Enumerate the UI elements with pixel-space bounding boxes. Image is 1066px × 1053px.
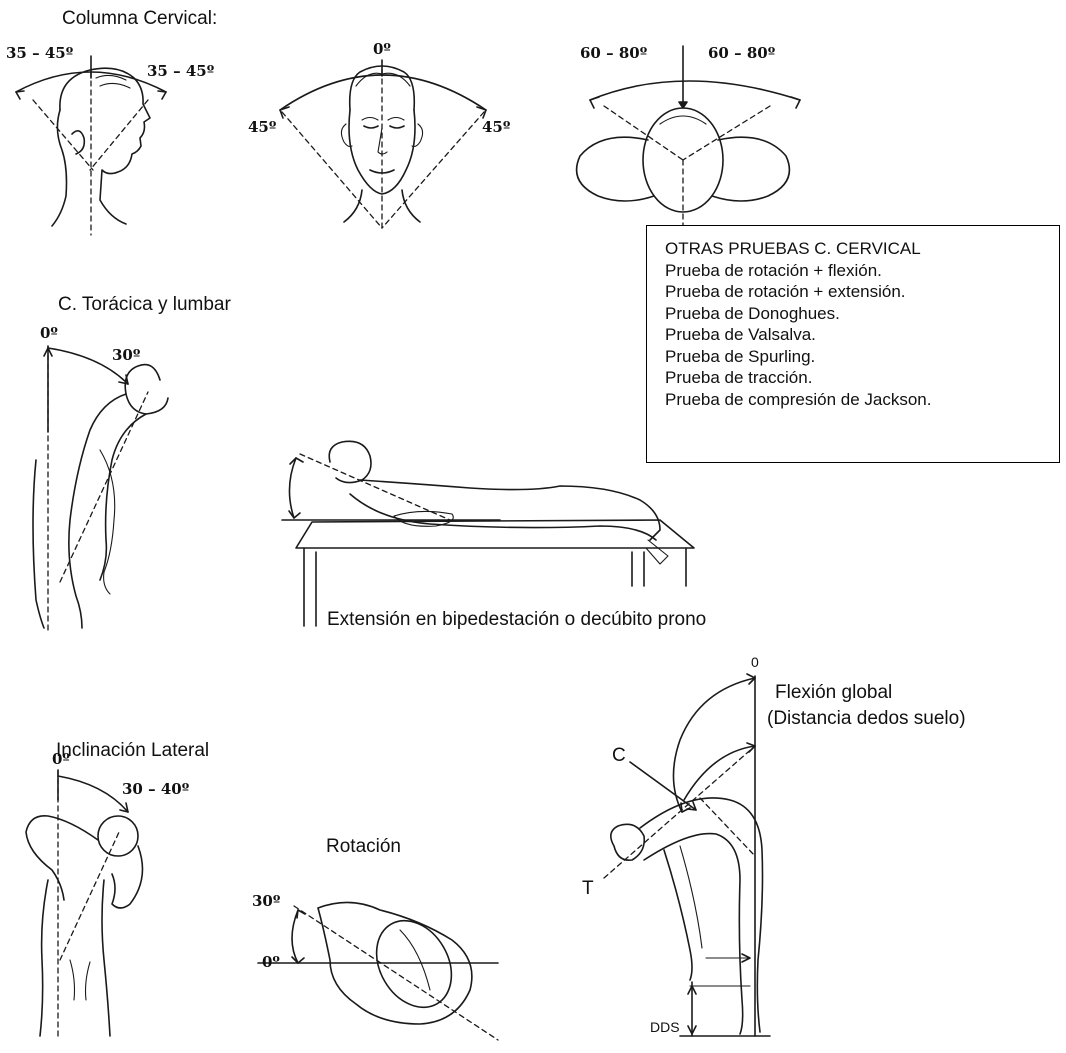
thoracic-neutral-angle-label: 0º	[40, 324, 58, 342]
thoracic-extension-standing-figure	[33, 346, 168, 630]
lateral-neutral-angle-label: 0º	[52, 750, 70, 768]
test-item: Prueba de Valsalva.	[665, 324, 1059, 346]
cervical-right-rotation-angle-label: 60 – 80º	[708, 44, 775, 62]
cervical-marker-c: C	[612, 745, 626, 767]
other-tests-title: OTRAS PRUEBAS C. CERVICAL	[665, 238, 1059, 260]
test-item: Prueba de rotación + extensión.	[665, 281, 1059, 303]
thoracic-lumbar-heading: C. Torácica y lumbar	[58, 294, 231, 316]
rotation-neutral-angle-label: 0º	[262, 953, 280, 971]
cervical-right-tilt-angle-label: 45º	[482, 118, 510, 136]
global-flexion-subheading: (Distancia dedos suelo)	[767, 708, 966, 730]
cervical-flexion-angle-label: 35 – 45º	[6, 44, 73, 62]
lateral-inclination-figure	[26, 770, 143, 1036]
rotation-angle-label: 30º	[252, 892, 280, 910]
thoracic-marker-t: T	[582, 878, 594, 900]
test-item: Prueba de Donoghues.	[665, 303, 1059, 325]
extension-caption: Extensión en bipedestación o decúbito pr…	[327, 609, 706, 631]
cervical-left-tilt-angle-label: 45º	[248, 118, 276, 136]
fingertip-floor-distance-label: DDS	[650, 1019, 680, 1035]
global-flexion-heading: Flexión global	[775, 682, 892, 704]
other-cervical-tests-box: OTRAS PRUEBAS C. CERVICAL Prueba de rota…	[646, 225, 1060, 463]
lateral-inclination-angle-label: 30 – 40º	[122, 780, 189, 798]
cervical-extension-angle-label: 35 – 45º	[147, 62, 214, 80]
flexion-zero-label: 0	[751, 654, 759, 670]
thoracic-extension-angle-label: 30º	[112, 346, 140, 364]
rotation-heading: Rotación	[326, 836, 401, 858]
test-item: Prueba de compresión de Jackson.	[665, 389, 1059, 411]
prone-extension-table-figure	[282, 441, 694, 626]
cervical-left-rotation-angle-label: 60 – 80º	[580, 44, 647, 62]
test-item: Prueba de tracción.	[665, 367, 1059, 389]
cervical-lateral-tilt-figure	[280, 60, 486, 230]
lateral-inclination-heading: Inclinación Lateral	[56, 740, 209, 762]
trunk-rotation-figure	[258, 902, 498, 1040]
test-item: Prueba de rotación + flexión.	[665, 260, 1059, 282]
test-item: Prueba de Spurling.	[665, 346, 1059, 368]
cervical-spine-heading: Columna Cervical:	[62, 8, 217, 30]
cervical-rotation-figure	[577, 46, 800, 225]
global-flexion-figure	[604, 674, 770, 1036]
cervical-flexion-extension-figure	[16, 56, 166, 235]
cervical-neutral-angle-label: 0º	[373, 40, 391, 58]
